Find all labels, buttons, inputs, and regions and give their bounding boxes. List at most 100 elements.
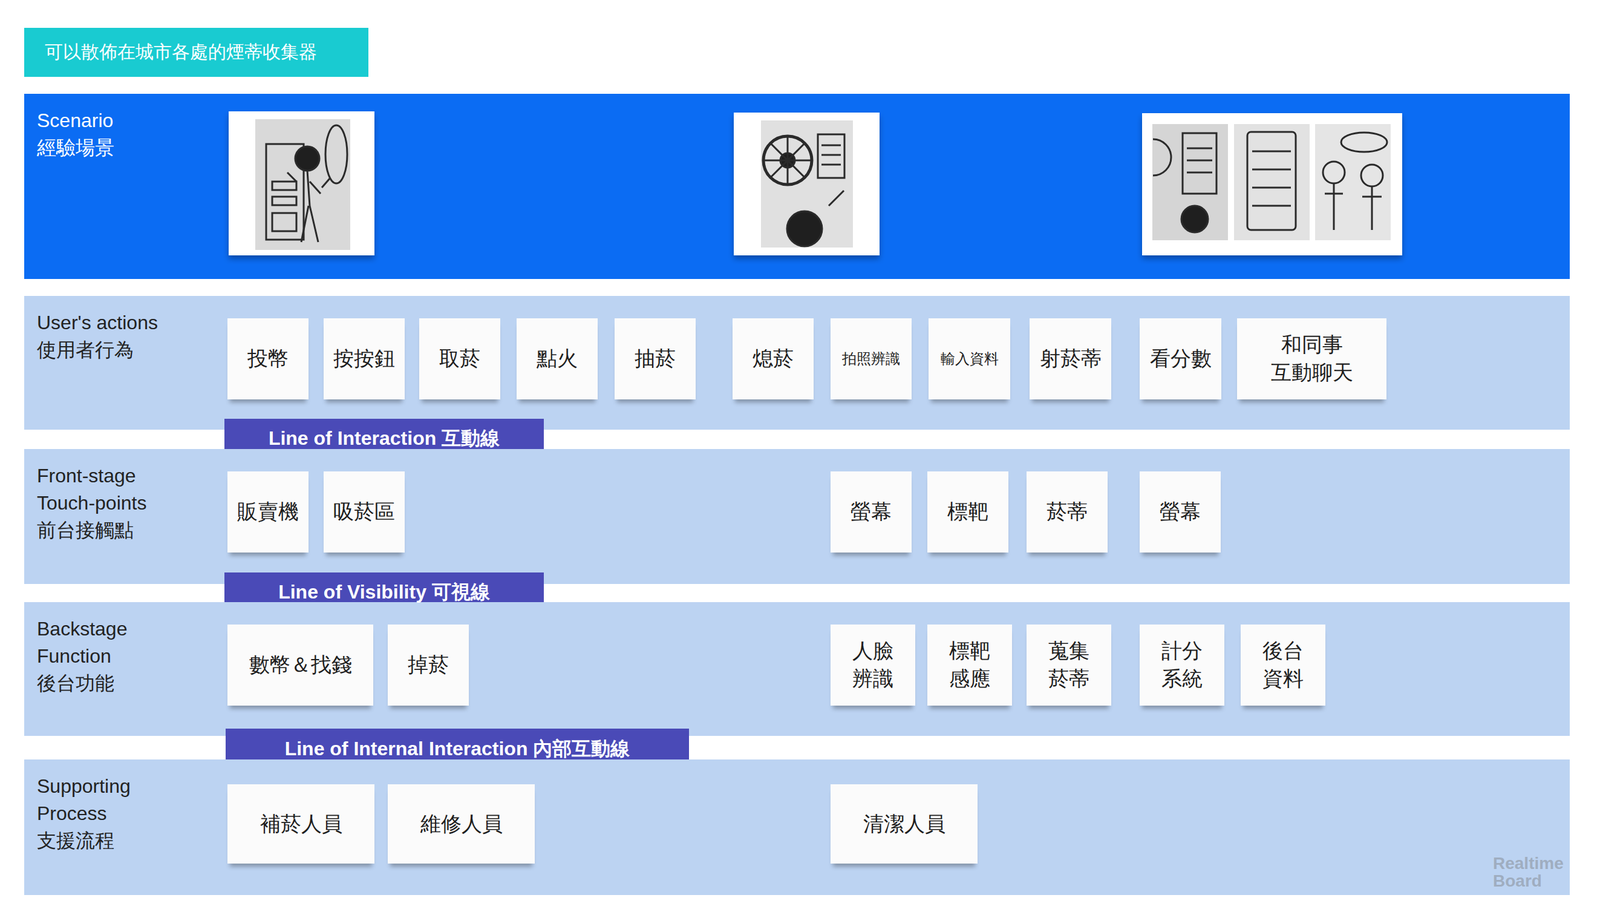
- sticky-note: 數幣＆找錢: [227, 624, 374, 706]
- lane-label: Supporting Process 支援流程: [36, 772, 158, 855]
- sketch-stroke: [1152, 139, 1172, 176]
- sticky-note: 和同事 互動聊天: [1237, 318, 1387, 400]
- note-text: 人臉 辨識: [837, 636, 908, 693]
- sketch-stroke: [828, 190, 844, 206]
- note-text: 輸入資料: [940, 349, 999, 369]
- sticky-note: 後台 資料: [1240, 624, 1326, 706]
- lane-label: User's actions 使用者行為: [36, 309, 158, 364]
- note-text: 販賣機: [237, 497, 299, 526]
- sketch-stroke: [733, 112, 880, 256]
- sketch-stroke: [1361, 164, 1383, 187]
- swimlane-band: Supporting Process 支援流程 補菸人員 維修人員 清潔人員: [24, 759, 1570, 895]
- sketch-card: [733, 112, 880, 256]
- sketch-stroke: [1247, 131, 1296, 230]
- watermark: Realtime Board: [1492, 854, 1578, 890]
- note-text: 菸蒂: [1046, 497, 1088, 526]
- note-text: 掉菸: [407, 650, 449, 679]
- note-text: 計分 系統: [1146, 636, 1218, 693]
- sticky-note: 蒐集 菸蒂: [1026, 624, 1112, 706]
- sticky-note: 取菸: [419, 318, 501, 400]
- note-text: 射菸蒂: [1039, 344, 1102, 373]
- note-text: 補菸人員: [260, 809, 343, 838]
- note-text: 數幣＆找錢: [249, 650, 353, 679]
- sticky-note: 拍照辨識: [830, 318, 912, 400]
- title-banner: 可以散佈在城市各處的煙蒂收集器: [24, 27, 369, 77]
- sticky-note: 輸入資料: [928, 318, 1011, 400]
- note-text: 熄菸: [752, 344, 794, 373]
- sticky-note: 點火: [516, 318, 598, 400]
- sketch-stroke: [272, 212, 297, 232]
- sketch-stroke: [780, 153, 795, 168]
- note-text: 抽菸: [634, 344, 676, 373]
- sketch-card: [228, 111, 375, 256]
- sticky-note: 掉菸: [387, 624, 469, 706]
- line-label: Line of Interaction 互動線: [268, 425, 500, 452]
- sketch-stroke: [1252, 151, 1291, 206]
- sketch-stroke: [272, 196, 297, 206]
- note-text: 按按鈕: [333, 344, 396, 373]
- sketch-stroke: [287, 170, 321, 242]
- title-text: 可以散佈在城市各處的煙蒂收集器: [44, 39, 317, 65]
- sketch-stroke: [321, 178, 330, 188]
- sketch-stroke: [325, 125, 348, 184]
- note-text: 標靶 感應: [934, 636, 1005, 693]
- lane-label: Scenario 經驗場景: [36, 107, 158, 162]
- lane-label: Backstage Function 後台功能: [36, 615, 158, 697]
- note-text: 點火: [536, 344, 578, 373]
- sketch-stroke: [1324, 183, 1382, 230]
- sticky-note: 計分 系統: [1139, 624, 1225, 706]
- note-text: 清潔人員: [863, 809, 946, 838]
- sticky-note: 販賣機: [227, 471, 309, 553]
- sketch-stroke: [255, 119, 351, 250]
- swimlane-band: Front-stage Touch-points 前台接觸點 販賣機 吸菸區 螢幕 標靶…: [24, 448, 1570, 584]
- sketch-stroke: [1181, 205, 1209, 233]
- sketch-stroke: [1315, 124, 1391, 241]
- swimlane-band: Backstage Function 後台功能 數幣＆找錢 掉菸 人臉 辨識標靶 感應…: [24, 601, 1570, 736]
- note-text: 取菸: [439, 344, 481, 373]
- sticky-note: 按按鈕: [323, 318, 405, 400]
- note-text: 螢幕: [1159, 497, 1201, 526]
- sketch-stroke: [763, 136, 812, 185]
- sticky-note: 投幣: [227, 318, 309, 400]
- line-label: Line of Internal Interaction 內部互動線: [284, 735, 631, 763]
- note-text: 後台 資料: [1247, 636, 1319, 693]
- sketch-card: [1142, 113, 1403, 256]
- sketch-stroke: [266, 143, 304, 240]
- sketch-stroke: [760, 120, 853, 248]
- sticky-note: 吸菸區: [323, 471, 405, 553]
- note-text: 投幣: [247, 344, 289, 373]
- sketch-stroke: [1234, 124, 1310, 241]
- swimlane-band: User's actions 使用者行為投幣 按按鈕 取菸 點火 抽菸 熄菸 拍照辨識 輸入資…: [24, 295, 1570, 430]
- note-text: 維修人員: [420, 809, 503, 838]
- sticky-note: 人臉 辨識: [830, 624, 916, 706]
- sketch-stroke: [1152, 124, 1228, 241]
- note-text: 和同事 互動聊天: [1244, 330, 1380, 387]
- note-text: 吸菸區: [333, 497, 396, 526]
- sketch-stroke: [1182, 133, 1217, 194]
- sticky-note: 熄菸: [732, 318, 814, 400]
- sketch-stroke: [786, 211, 823, 247]
- sketch-stroke: [1142, 113, 1403, 256]
- sketch-stroke: [763, 136, 812, 185]
- sketch-stroke: [272, 181, 297, 190]
- note-text: 看分數: [1149, 344, 1212, 373]
- line-label: Line of Visibility 可視線: [278, 578, 490, 606]
- sketch-stroke: [1341, 132, 1388, 152]
- sticky-note: 菸蒂: [1026, 471, 1108, 553]
- sketch-stroke: [817, 134, 845, 178]
- note-text: 標靶: [947, 497, 989, 526]
- lane-label: Front-stage Touch-points 前台接觸點: [36, 462, 158, 544]
- sketch-stroke: [1322, 161, 1345, 184]
- sticky-note: 補菸人員: [227, 783, 375, 864]
- note-text: 拍照辨識: [842, 349, 901, 369]
- sticky-note: 螢幕: [830, 471, 912, 553]
- sticky-note: 標靶: [927, 471, 1009, 553]
- sketch-stroke: [228, 111, 375, 256]
- sketch-stroke: [295, 146, 320, 171]
- sticky-note: 清潔人員: [830, 783, 978, 864]
- note-text: 螢幕: [850, 497, 892, 526]
- sticky-note: 射菸蒂: [1029, 318, 1112, 400]
- sticky-note: 螢幕: [1139, 471, 1221, 553]
